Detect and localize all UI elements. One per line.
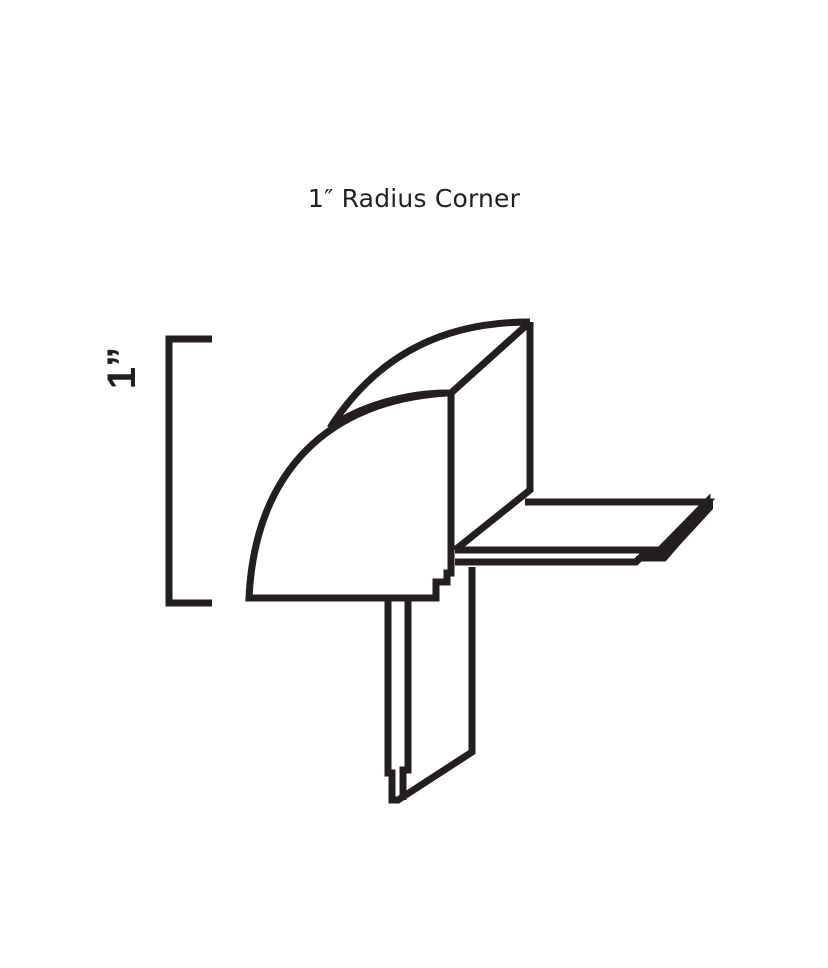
diagram-title: 1″ Radius Corner — [307, 184, 521, 213]
radius-corner-molding-side-face — [448, 319, 534, 553]
dimension-bracket — [165, 335, 212, 607]
vertical-panel — [384, 567, 476, 804]
horizontal-panel-edge — [636, 501, 713, 561]
radius-corner-molding-front-face — [245, 389, 455, 602]
